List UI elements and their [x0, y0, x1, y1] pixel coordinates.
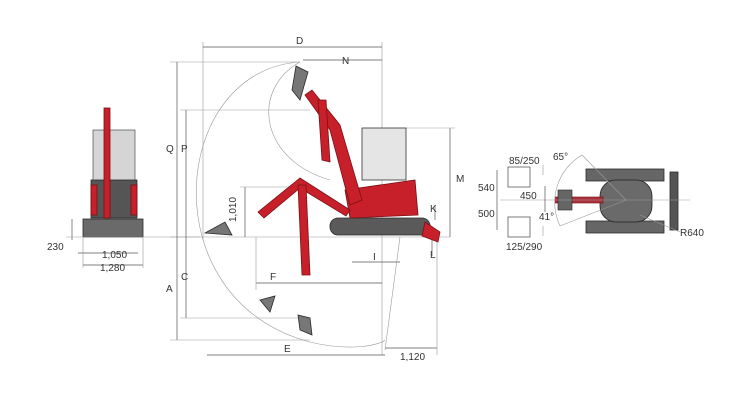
dim-C-label: C — [181, 272, 188, 283]
dim-D-label: D — [296, 36, 303, 47]
front-tracks — [82, 218, 144, 238]
track-gauge-label: 1,050 — [102, 250, 127, 261]
side-cab — [361, 127, 407, 181]
front-body — [90, 179, 138, 219]
dim-I-label: I — [373, 252, 376, 263]
dim-L-label: L — [430, 250, 436, 261]
boom-raised — [304, 89, 363, 206]
dim-1010-label: 1,010 — [228, 197, 239, 222]
top-blade — [669, 171, 679, 231]
swing-right-angle: 65° — [553, 152, 568, 163]
side-tracks — [329, 217, 431, 236]
dim-K-label: K — [430, 204, 437, 215]
reach-envelope — [195, 61, 386, 348]
track-height-label: 230 — [47, 242, 64, 253]
top-cab — [599, 179, 653, 223]
overall-width-label: 1,280 — [100, 263, 125, 274]
bucket-ground — [203, 221, 233, 236]
arm-down — [297, 184, 311, 276]
swing-arc — [554, 154, 583, 227]
top-view: 85/250 65° 540 450 500 41° 125/290 R640 — [478, 152, 704, 253]
dim-P-label: P — [181, 144, 188, 155]
left-offset-label: 125/290 — [506, 242, 543, 253]
dim-A-label: A — [166, 284, 173, 295]
bucket-offset-right — [507, 166, 531, 188]
dim-E-label: E — [284, 344, 291, 355]
dim-Q-label: Q — [166, 144, 174, 155]
bucket-mid — [259, 295, 276, 313]
dim-450-label: 450 — [520, 191, 537, 202]
bucket-top — [291, 65, 309, 101]
dim-M-label: M — [456, 174, 464, 185]
bucket-offset-left — [507, 216, 531, 238]
tail-radius-label: R640 — [680, 228, 704, 239]
dim-N-label: N — [342, 56, 349, 67]
dim-500-label: 500 — [478, 209, 495, 220]
top-track-lower — [585, 220, 665, 234]
swing-left-angle: 41° — [539, 212, 554, 223]
front-body-right — [130, 184, 138, 216]
dim-1120-label: 1,120 — [400, 352, 425, 363]
side-view: D N Q P M 1,010 K I L F C A E 1,120 — [166, 36, 464, 363]
bucket-bottom — [297, 314, 313, 336]
right-offset-label: 85/250 — [509, 156, 540, 167]
blade — [421, 221, 441, 243]
dim-F-label: F — [270, 272, 276, 283]
dim-540-label: 540 — [478, 183, 495, 194]
front-body-left — [90, 184, 98, 216]
arm-raised — [317, 99, 331, 163]
front-boom — [103, 107, 111, 219]
front-view: 230 1,050 1,280 — [47, 107, 200, 274]
